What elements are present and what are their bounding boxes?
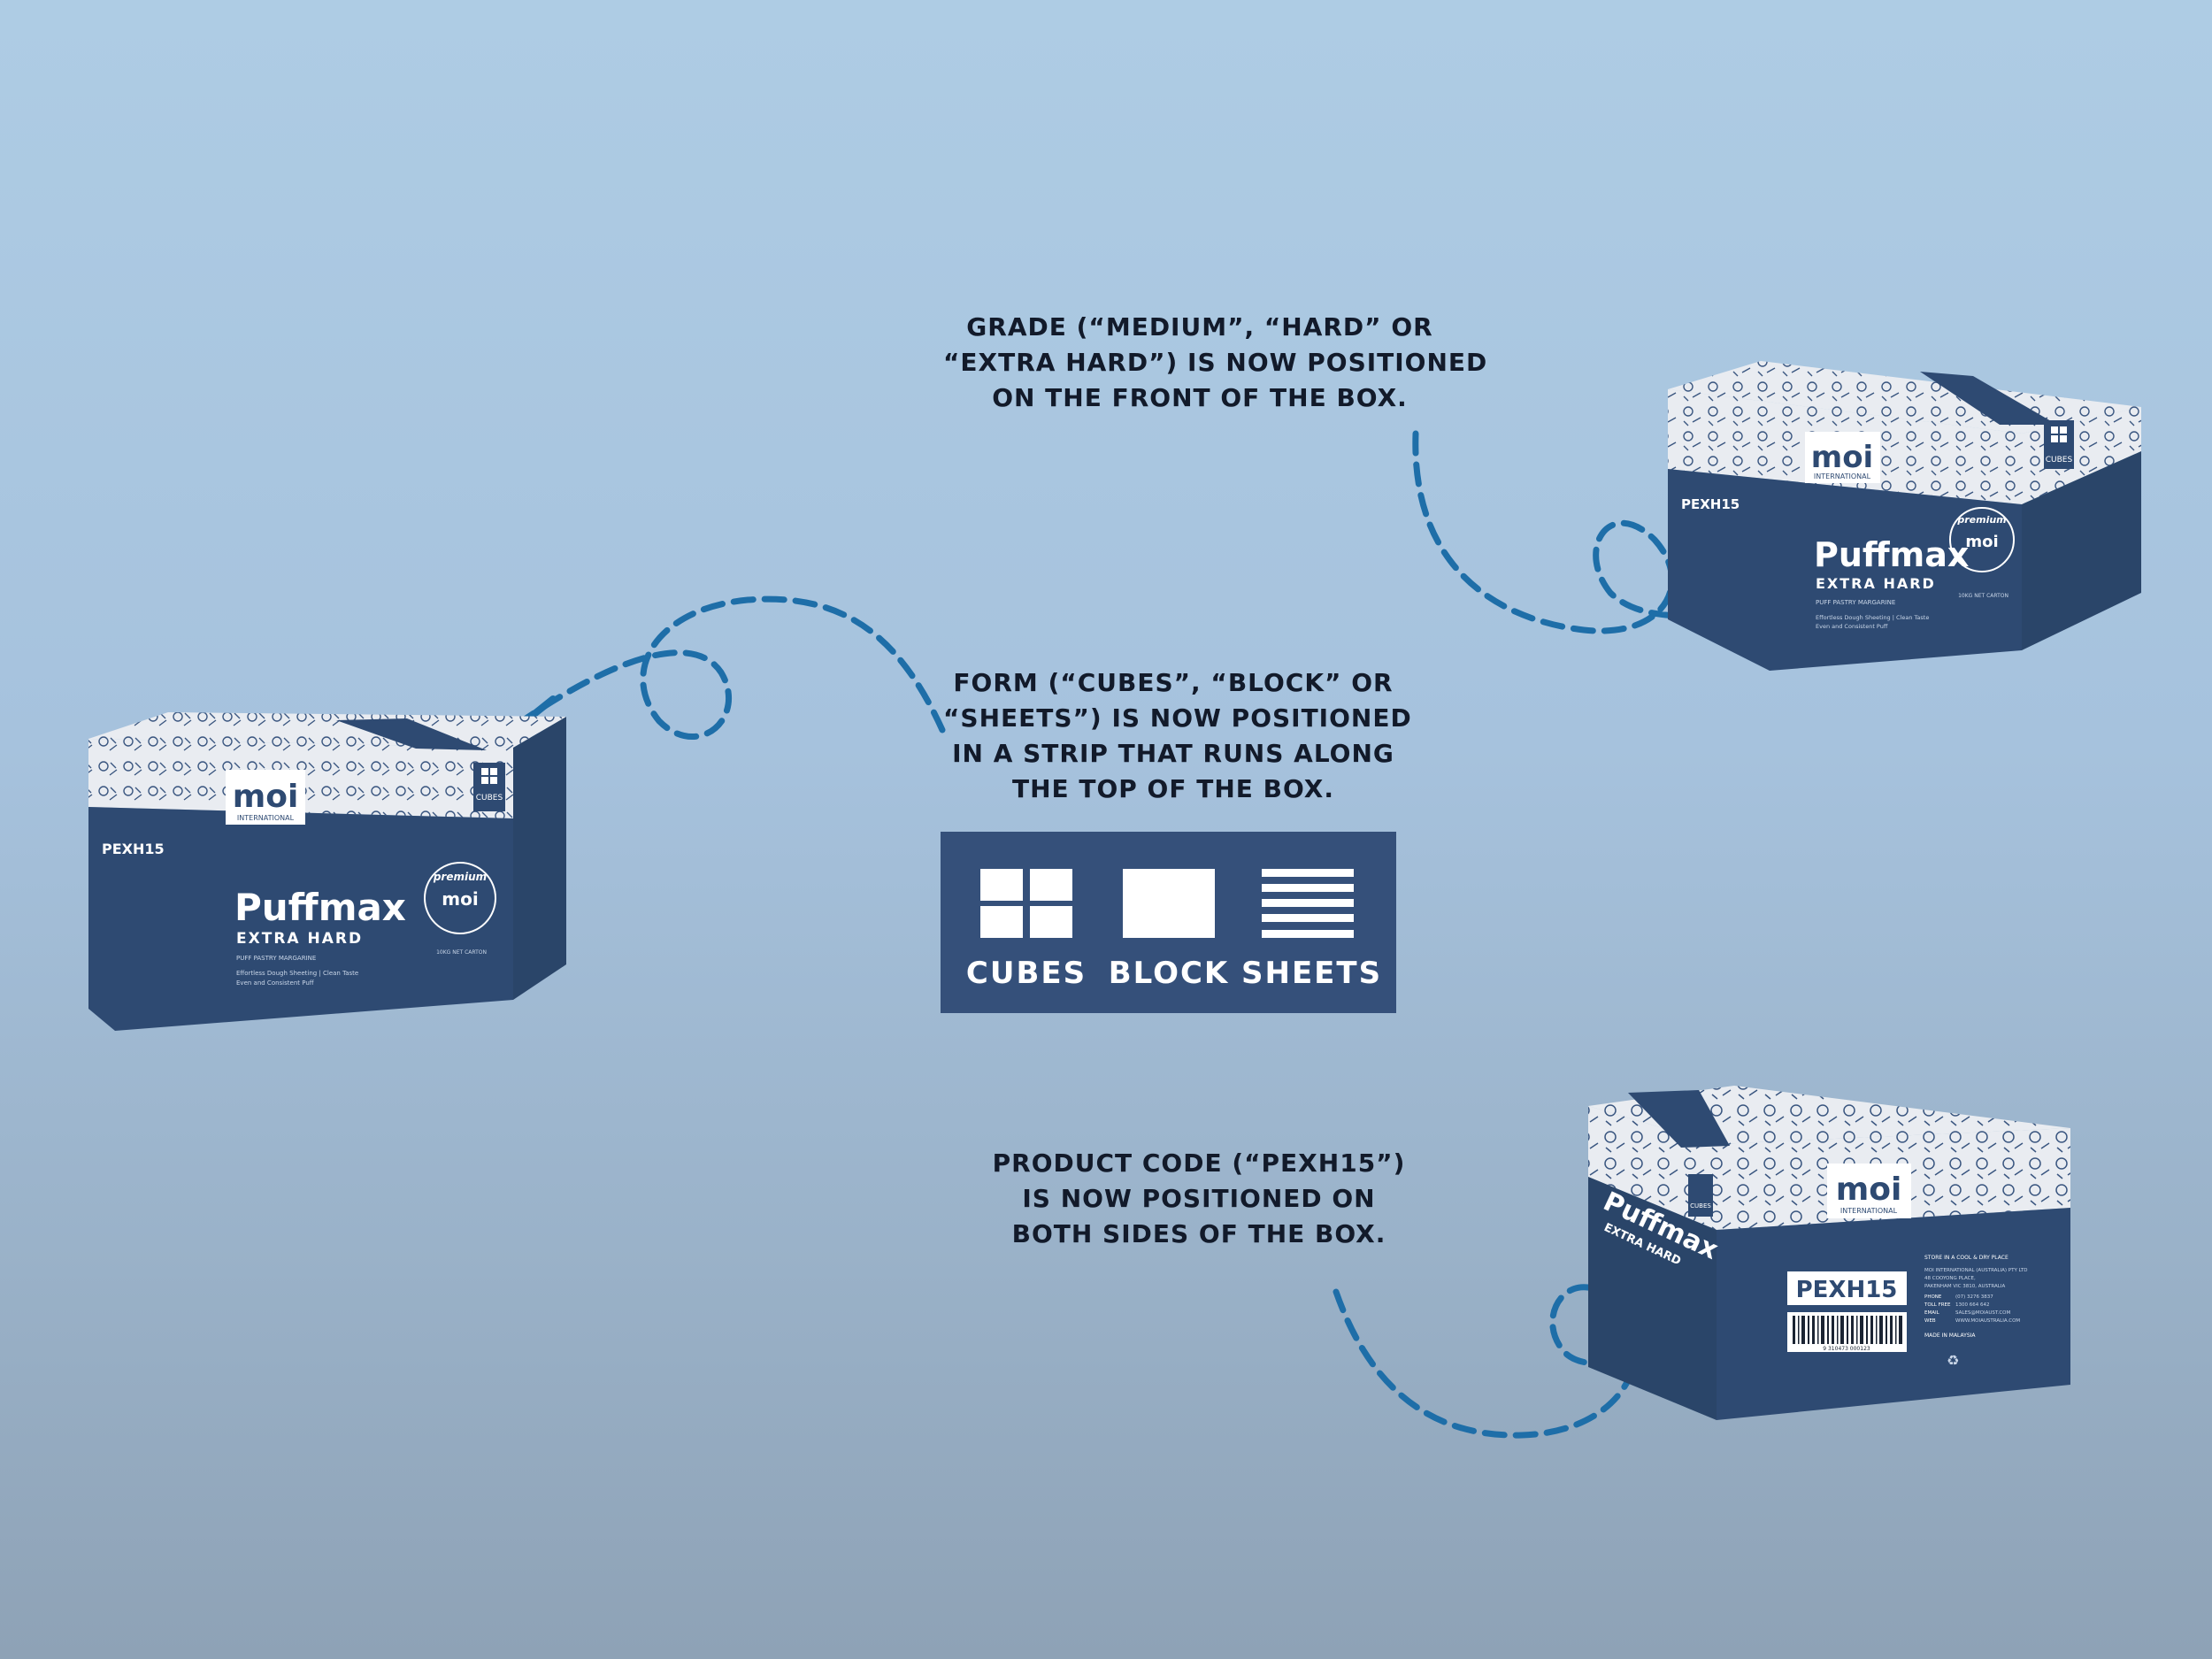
address-line-1: 48 COOYONG PLACE, bbox=[1924, 1276, 1976, 1281]
sheets-icon bbox=[1262, 869, 1354, 938]
box-illustration: moi INTERNATIONAL CUBES PEXH15 Puffmax E… bbox=[1668, 361, 2141, 671]
net-weight: 10KG NET CARTON bbox=[436, 949, 487, 956]
box-side bbox=[2022, 451, 2141, 650]
seal-top: premium bbox=[433, 871, 487, 883]
form-option-label: SHEETS bbox=[1241, 956, 1383, 991]
product-code: PEXH15 bbox=[1796, 1277, 1898, 1303]
box-illustration: moi INTERNATIONAL CUBES Puffmax EXTRA HA… bbox=[1588, 1086, 2070, 1420]
cubes-badge-icon bbox=[481, 768, 497, 784]
cubes-icon bbox=[980, 869, 1072, 938]
box-illustration: moi INTERNATIONAL CUBES PEXH15 Puffmax E… bbox=[88, 712, 566, 1031]
logo-plate bbox=[1827, 1164, 1911, 1218]
block-icon bbox=[1123, 869, 1215, 938]
top-strip bbox=[336, 718, 487, 750]
brand-sub: INTERNATIONAL bbox=[237, 814, 295, 822]
form-callout-line: IN A STRIP THAT RUNS ALONG bbox=[952, 739, 1394, 768]
brand-logo: moi bbox=[1836, 1171, 1902, 1208]
store-note: STORE IN A COOL & DRY PLACE bbox=[1924, 1255, 2008, 1261]
code-callout: PRODUCT CODE (“PEXH15”) IS NOW POSITIONE… bbox=[978, 1146, 1420, 1252]
side-code: PEXH15 bbox=[102, 841, 165, 857]
form-badge: CUBES bbox=[2046, 456, 2073, 465]
form-badge: CUBES bbox=[1690, 1202, 1711, 1210]
seal-mark: moi bbox=[442, 888, 478, 910]
grade-callout: GRADE (“MEDIUM”, “HARD” OR “EXTRA HARD”)… bbox=[943, 310, 1488, 416]
code-callout-line: IS NOW POSITIONED ON bbox=[1022, 1184, 1376, 1213]
form-badge: CUBES bbox=[476, 794, 503, 803]
top-strip bbox=[1920, 372, 2057, 425]
premium-seal bbox=[1949, 507, 2015, 572]
phone-value: (07) 3276 3837 bbox=[1955, 1294, 1993, 1300]
recycle-icon: ♻ bbox=[1947, 1352, 1959, 1369]
box-front-right: moi INTERNATIONAL CUBES PEXH15 Puffmax E… bbox=[1655, 354, 2150, 681]
product-name: Puffmax bbox=[1814, 535, 1969, 574]
brand-sub: INTERNATIONAL bbox=[1814, 472, 1871, 480]
net-weight: 10KG NET CARTON bbox=[1958, 593, 2008, 599]
brand-logo: moi bbox=[233, 779, 299, 815]
address-line-2: PAKENHAM VIC 3810, AUSTRALIA bbox=[1924, 1284, 2005, 1289]
product-name: Puffmax bbox=[234, 886, 406, 929]
type-line: PUFF PASTRY MARGARINE bbox=[1816, 599, 1895, 606]
tollfree-value: 1300 664 642 bbox=[1955, 1302, 1990, 1308]
box-side bbox=[513, 717, 566, 1000]
tagline-2: Even and Consistent Puff bbox=[1816, 623, 1888, 630]
web-value: WWW.MOIAUSTRALIA.COM bbox=[1955, 1318, 2020, 1324]
top-strip bbox=[1628, 1090, 1730, 1148]
email-value: SALES@MOIAUST.COM bbox=[1955, 1310, 2010, 1316]
premium-seal bbox=[424, 862, 496, 934]
form-callout-line: “SHEETS”) IS NOW POSITIONED bbox=[943, 703, 1412, 733]
company-name: MOI INTERNATIONAL (AUSTRALIA) PTY LTD bbox=[1924, 1268, 2027, 1273]
cubes-badge bbox=[473, 763, 505, 811]
tagline-2: Even and Consistent Puff bbox=[236, 979, 314, 987]
barcode-bars bbox=[1793, 1316, 1902, 1344]
brand-sub: INTERNATIONAL bbox=[1840, 1207, 1898, 1215]
made-in: MADE IN MALAYSIA bbox=[1924, 1333, 1976, 1339]
grade-label: EXTRA HARD bbox=[236, 930, 363, 948]
form-option-cubes: CUBES bbox=[960, 869, 1093, 991]
code-callout-line: PRODUCT CODE (“PEXH15”) bbox=[992, 1148, 1406, 1178]
seal-mark: moi bbox=[1965, 533, 1998, 551]
web-label: WEB bbox=[1924, 1318, 1936, 1324]
form-callout: FORM (“CUBES”, “BLOCK” OR “SHEETS”) IS N… bbox=[943, 665, 1412, 807]
side-code: PEXH15 bbox=[1681, 496, 1740, 512]
cubes-badge-icon bbox=[2051, 426, 2067, 442]
logo-plate bbox=[1805, 432, 1880, 483]
box-front bbox=[1668, 469, 2022, 671]
form-callout-line: FORM (“CUBES”, “BLOCK” OR bbox=[953, 668, 1394, 697]
form-option-label: CUBES bbox=[965, 956, 1087, 991]
form-options-panel: CUBES BLOCK SHEETS bbox=[941, 832, 1396, 1013]
barcode-number: 9 310473 000123 bbox=[1823, 1346, 1870, 1352]
seal-top: premium bbox=[1956, 514, 2006, 526]
form-option-label: BLOCK bbox=[1108, 956, 1230, 991]
box-side-view: moi INTERNATIONAL CUBES Puffmax EXTRA HA… bbox=[1575, 1075, 2070, 1438]
code-plate bbox=[1787, 1271, 1907, 1305]
grade-callout-line: GRADE (“MEDIUM”, “HARD” OR bbox=[966, 312, 1433, 342]
grade-label: EXTRA HARD bbox=[1816, 575, 1936, 592]
box-front-left: moi INTERNATIONAL CUBES PEXH15 Puffmax E… bbox=[71, 708, 584, 1044]
form-option-sheets: SHEETS bbox=[1241, 869, 1383, 991]
code-callout-line: BOTH SIDES OF THE BOX. bbox=[1011, 1219, 1386, 1248]
type-line: PUFF PASTRY MARGARINE bbox=[236, 955, 316, 962]
form-option-block: BLOCK bbox=[1102, 869, 1235, 991]
grade-callout-line: ON THE FRONT OF THE BOX. bbox=[992, 383, 1408, 412]
cubes-badge bbox=[1688, 1174, 1713, 1217]
tagline-1: Effortless Dough Sheeting | Clean Taste bbox=[1816, 614, 1929, 621]
form-callout-line: THE TOP OF THE BOX. bbox=[1011, 774, 1335, 803]
grade-callout-line: “EXTRA HARD”) IS NOW POSITIONED bbox=[943, 348, 1488, 377]
tagline-1: Effortless Dough Sheeting | Clean Taste bbox=[236, 970, 358, 977]
box-front bbox=[1588, 1177, 1717, 1420]
box-front bbox=[88, 807, 513, 1031]
brand-logo: moi bbox=[1811, 440, 1873, 475]
logo-plate bbox=[226, 770, 305, 825]
phone-label: PHONE bbox=[1924, 1294, 1942, 1300]
tollfree-label: TOLL FREE bbox=[1924, 1302, 1951, 1308]
cubes-badge bbox=[2044, 420, 2074, 469]
email-label: EMAIL bbox=[1924, 1310, 1940, 1316]
